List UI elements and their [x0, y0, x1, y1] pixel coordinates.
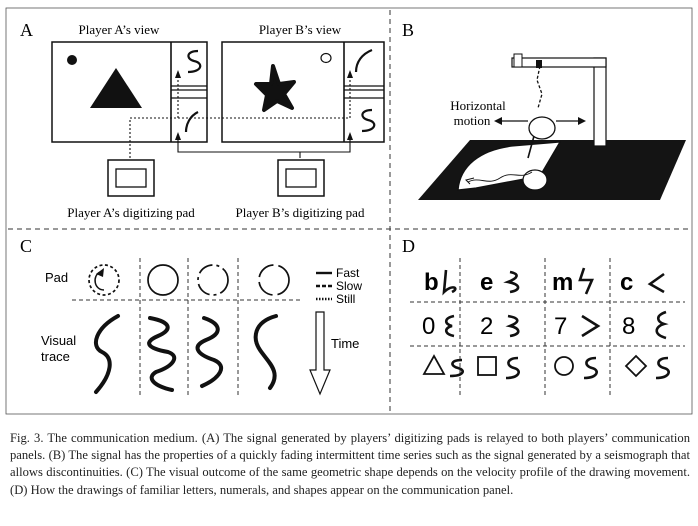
- pad-row-label: Pad: [45, 270, 68, 285]
- visual-trace-1: [93, 314, 120, 394]
- motion-label-line1: Horizontal: [450, 98, 506, 113]
- glyph-7: 7: [554, 313, 567, 340]
- triangle-shape: [90, 68, 142, 108]
- visual-trace-3: [195, 316, 224, 388]
- panel-a-bottom-trace: [184, 111, 199, 133]
- figure-caption: Fig. 3. The communication medium. (A) Th…: [10, 431, 690, 497]
- player-b-token: [320, 52, 332, 64]
- panel-c: C Pad Visual trace Fast Slow Still: [20, 236, 362, 398]
- panel-b: B Horizontal motion: [402, 20, 686, 200]
- panel-a-top-trace: [187, 49, 202, 74]
- player-b-view-label: Player B’s view: [259, 22, 342, 37]
- speed-legend: Fast Slow Still: [316, 266, 362, 306]
- glyph-b: b: [424, 269, 439, 296]
- trace-m: [578, 267, 594, 295]
- player-a-token: [67, 55, 77, 65]
- player-a-pad-label: Player A’s digitizing pad: [67, 205, 195, 220]
- trace-8: [655, 310, 669, 340]
- circle-icon: [554, 356, 574, 376]
- player-b-screen: [221, 41, 385, 143]
- legend-fast: Fast: [336, 266, 360, 280]
- trace-c: [647, 272, 665, 294]
- player-a-screen: [51, 41, 208, 143]
- trace-diamond: [655, 356, 670, 380]
- pad-circle-3: [197, 264, 229, 296]
- pad-circle-1: [88, 264, 120, 296]
- diamond-icon: [624, 354, 648, 378]
- glyph-e: e: [480, 269, 493, 296]
- time-label: Time: [331, 336, 359, 351]
- paper-roll: [457, 141, 562, 191]
- trace-2: [505, 314, 520, 338]
- player-b-pad: [277, 159, 325, 197]
- stand-arm: [511, 57, 607, 68]
- pen-mass: [528, 116, 556, 140]
- trace-square: [505, 356, 520, 380]
- glyph-c: c: [620, 269, 633, 296]
- panel-d: D b e m c 0 2 7 8: [402, 236, 685, 398]
- player-a-pad: [107, 159, 155, 197]
- pad-circle-2: [147, 264, 179, 296]
- panel-a-letter: A: [20, 20, 33, 40]
- pad-circle-4: [258, 264, 290, 296]
- trace-triangle: [449, 358, 464, 378]
- panel-b-top-trace: [354, 48, 373, 73]
- panel-b-letter: B: [402, 20, 414, 40]
- visual-trace-4: [253, 314, 278, 390]
- star-shape: [254, 64, 296, 112]
- trace-circle: [583, 356, 598, 380]
- signal-lines: [129, 70, 353, 158]
- visual-trace-2: [147, 316, 177, 392]
- legend-still: Still: [336, 292, 355, 306]
- trace-0: [444, 314, 455, 338]
- player-b-pad-label: Player B’s digitizing pad: [236, 205, 365, 220]
- time-arrow: Time: [309, 311, 359, 396]
- visual-label-line1: Visual: [41, 333, 76, 348]
- panel-c-letter: C: [20, 236, 32, 256]
- glyph-8: 8: [622, 313, 635, 340]
- trace-e: [503, 270, 520, 294]
- square-icon: [477, 356, 497, 376]
- trace-b: [442, 269, 457, 296]
- glyph-0: 0: [422, 313, 435, 340]
- player-a-view-label: Player A’s view: [79, 22, 160, 37]
- trace-7: [581, 314, 601, 338]
- visual-traces: [93, 314, 278, 394]
- figure-frame: [5, 7, 693, 415]
- panel-d-letter: D: [402, 236, 415, 256]
- glyph-m: m: [552, 269, 573, 296]
- stand-post: [593, 57, 607, 147]
- visual-label-line2: trace: [41, 349, 70, 364]
- motion-label-line2: motion: [454, 113, 491, 128]
- panel-b-bottom-trace: [361, 108, 376, 133]
- triangle-icon: [422, 354, 446, 375]
- panel-a: A Player A’s view Player B’s view: [20, 20, 385, 220]
- pad-circles: [88, 264, 290, 296]
- glyph-2: 2: [480, 313, 493, 340]
- legend-slow: Slow: [336, 279, 362, 293]
